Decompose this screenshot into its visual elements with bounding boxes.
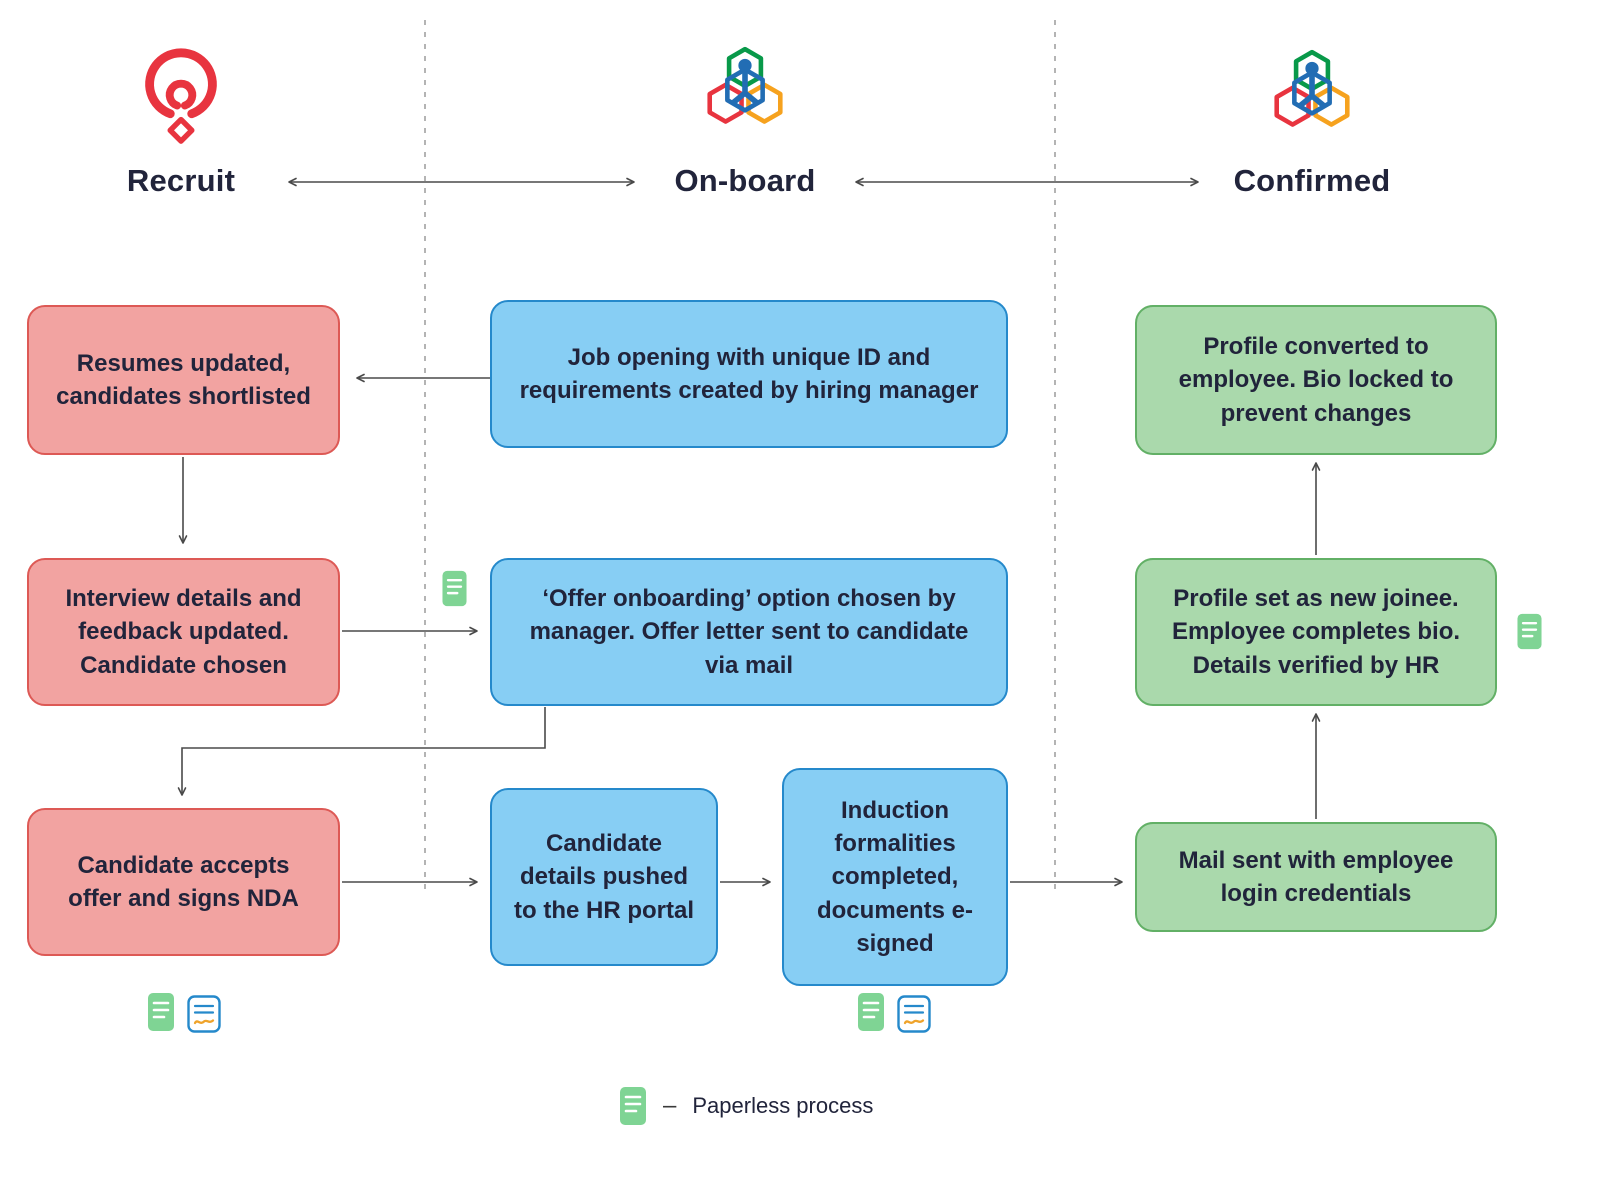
- node-job-opening-text: Job opening with unique ID and requireme…: [519, 343, 979, 404]
- node-hr-portal-text: Candidate details pushed to the HR porta…: [514, 830, 694, 924]
- paperless-doc-icon: [1516, 613, 1543, 650]
- legend-separator: –: [663, 1092, 677, 1119]
- zoho-recruit-logo-icon: [131, 40, 231, 148]
- legend: – Paperless process: [619, 1086, 873, 1126]
- paperless-doc-icon: [441, 570, 468, 607]
- node-induction-text: Induction formalities completed, documen…: [816, 797, 974, 957]
- esign-doc-icon: [897, 995, 931, 1033]
- node-offer-onboarding-text: ‘Offer onboarding’ option chosen by mana…: [529, 585, 969, 679]
- node-login-credentials-text: Mail sent with employee login credential…: [1178, 846, 1454, 907]
- zoho-people-logo-icon: [1261, 45, 1363, 147]
- zoho-people-logo-icon: [694, 42, 796, 144]
- node-hr-portal: Candidate details pushed to the HR porta…: [490, 788, 718, 966]
- arrow-offer-to-accept: [177, 707, 546, 796]
- node-offer-onboarding: ‘Offer onboarding’ option chosen by mana…: [490, 558, 1008, 706]
- node-new-joinee-text: Profile set as new joinee. Employee comp…: [1171, 585, 1461, 679]
- node-candidate-accepts-text: Candidate accepts offer and signs NDA: [68, 851, 299, 912]
- node-interview-details-text: Interview details and feedback updated. …: [65, 585, 302, 679]
- node-resumes-updated-text: Resumes updated, candidates shortlisted: [56, 349, 311, 410]
- node-profile-converted: Profile converted to employee. Bio locke…: [1135, 305, 1497, 455]
- node-profile-converted-text: Profile converted to employee. Bio locke…: [1178, 333, 1454, 427]
- node-new-joinee: Profile set as new joinee. Employee comp…: [1135, 558, 1497, 706]
- node-interview-details: Interview details and feedback updated. …: [27, 558, 340, 706]
- paperless-doc-icon: [147, 992, 175, 1032]
- node-candidate-accepts: Candidate accepts offer and signs NDA: [27, 808, 340, 956]
- column-label-recruit: Recruit: [126, 163, 236, 198]
- node-resumes-updated: Resumes updated, candidates shortlisted: [27, 305, 340, 455]
- column-label-confirmed: Confirmed: [1233, 163, 1391, 198]
- node-induction: Induction formalities completed, documen…: [782, 768, 1008, 986]
- column-label-onboard: On-board: [674, 163, 816, 198]
- legend-label: Paperless process: [692, 1093, 874, 1118]
- paperless-doc-icon: [857, 992, 885, 1032]
- node-job-opening: Job opening with unique ID and requireme…: [490, 300, 1008, 448]
- esign-doc-icon: [187, 995, 221, 1033]
- paperless-doc-icon: [619, 1086, 647, 1126]
- node-login-credentials: Mail sent with employee login credential…: [1135, 822, 1497, 932]
